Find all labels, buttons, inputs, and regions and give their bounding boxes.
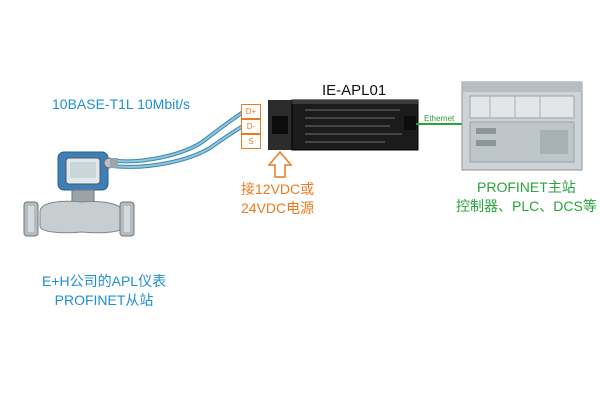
power-note-line-2: 24VDC电源 (241, 200, 315, 216)
profinet-master-caption: PROFINET主站 控制器、PLC、DCS等 (456, 178, 597, 216)
power-arrow-icon (267, 150, 293, 178)
profinet-master-line-1: PROFINET主站 (477, 179, 576, 195)
cable-label: 10BASE-T1L 10Mbit/s (52, 96, 190, 112)
power-note-line-1: 接12VDC或 (241, 181, 315, 197)
ethernet-label: Ethernet (424, 114, 455, 123)
profinet-master-line-2: 控制器、PLC、DCS等 (456, 198, 597, 214)
flowmeter-device (23, 151, 135, 237)
terminal-d-plus: D+ (241, 104, 261, 119)
device-caption: E+H公司的APL仪表 PROFINET从站 (42, 272, 166, 310)
terminal-shield: S (241, 134, 261, 149)
device-caption-line-1: E+H公司的APL仪表 (42, 273, 167, 289)
apl-cable (107, 110, 260, 169)
ie-apl01-converter (268, 99, 419, 151)
device-caption-line-2: PROFINET从站 (54, 292, 154, 308)
plc-device (461, 81, 583, 171)
converter-title: IE-APL01 (322, 82, 387, 99)
power-note: 接12VDC或 24VDC电源 (241, 180, 314, 218)
terminal-d-minus: D- (241, 119, 261, 134)
